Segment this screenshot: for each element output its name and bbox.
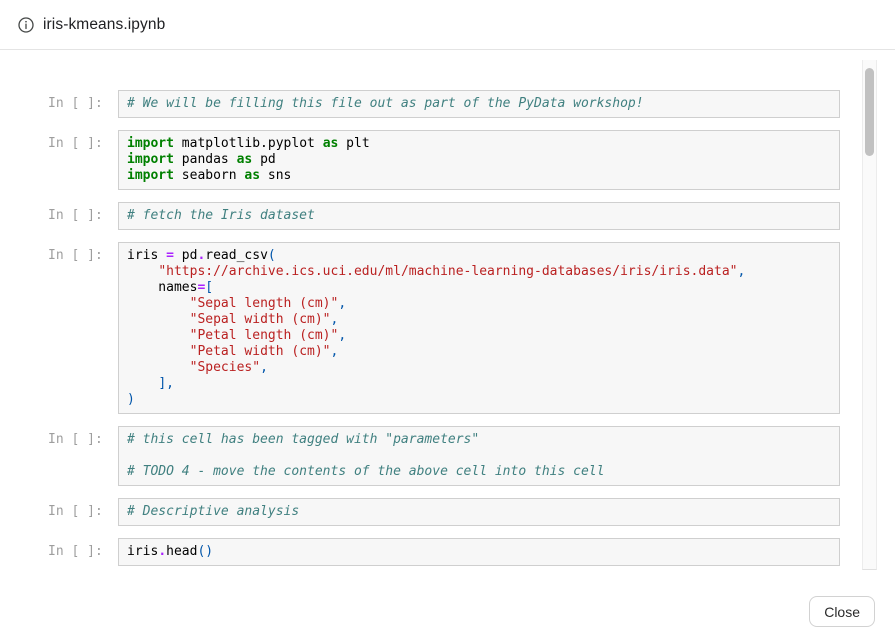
- notebook-cell: In [ ]: # We will be filling this file ou…: [0, 90, 895, 118]
- notebook-cell: In [ ]: # Descriptive analysis: [0, 498, 895, 526]
- notebook-cell: In [ ]: # fetch the Iris dataset: [0, 202, 895, 230]
- cell-source-code: # We will be filling this file out as pa…: [118, 90, 840, 118]
- notebook-cells: In [ ]: # We will be filling this file ou…: [0, 51, 895, 566]
- cell-source-code: # Descriptive analysis: [118, 498, 840, 526]
- cell-prompt: In [ ]:: [48, 248, 103, 263]
- cell-source-code: # fetch the Iris dataset: [118, 202, 840, 230]
- cell-prompt: In [ ]:: [48, 544, 103, 559]
- dialog-footer: Close: [0, 580, 895, 643]
- cell-prompt: In [ ]:: [48, 208, 103, 223]
- notebook-cell: In [ ]: iris.head(): [0, 538, 895, 566]
- cell-prompt: In [ ]:: [48, 136, 103, 151]
- info-icon: [18, 16, 34, 33]
- vertical-scrollbar[interactable]: [862, 60, 877, 570]
- notebook-cell: In [ ]: iris = pd.read_csv( "https://arch…: [0, 242, 895, 414]
- notebook-cell: In [ ]: # this cell has been tagged with …: [0, 426, 895, 486]
- dialog-header: iris-kmeans.ipynb: [0, 0, 895, 50]
- cell-source-code: # this cell has been tagged with "parame…: [118, 426, 840, 486]
- cell-source-code: iris = pd.read_csv( "https://archive.ics…: [118, 242, 840, 414]
- cell-prompt: In [ ]:: [48, 504, 103, 519]
- notebook-viewer: In [ ]: # We will be filling this file ou…: [0, 51, 895, 580]
- notebook-cell: In [ ]: import matplotlib.pyplot as plt i…: [0, 130, 895, 190]
- cell-source-code: import matplotlib.pyplot as plt import p…: [118, 130, 840, 190]
- dialog-title: iris-kmeans.ipynb: [43, 15, 166, 33]
- cell-prompt: In [ ]:: [48, 96, 103, 111]
- cell-prompt: In [ ]:: [48, 432, 103, 447]
- scrollbar-thumb[interactable]: [865, 68, 874, 156]
- cell-source-code: iris.head(): [118, 538, 840, 566]
- close-button[interactable]: Close: [809, 596, 875, 627]
